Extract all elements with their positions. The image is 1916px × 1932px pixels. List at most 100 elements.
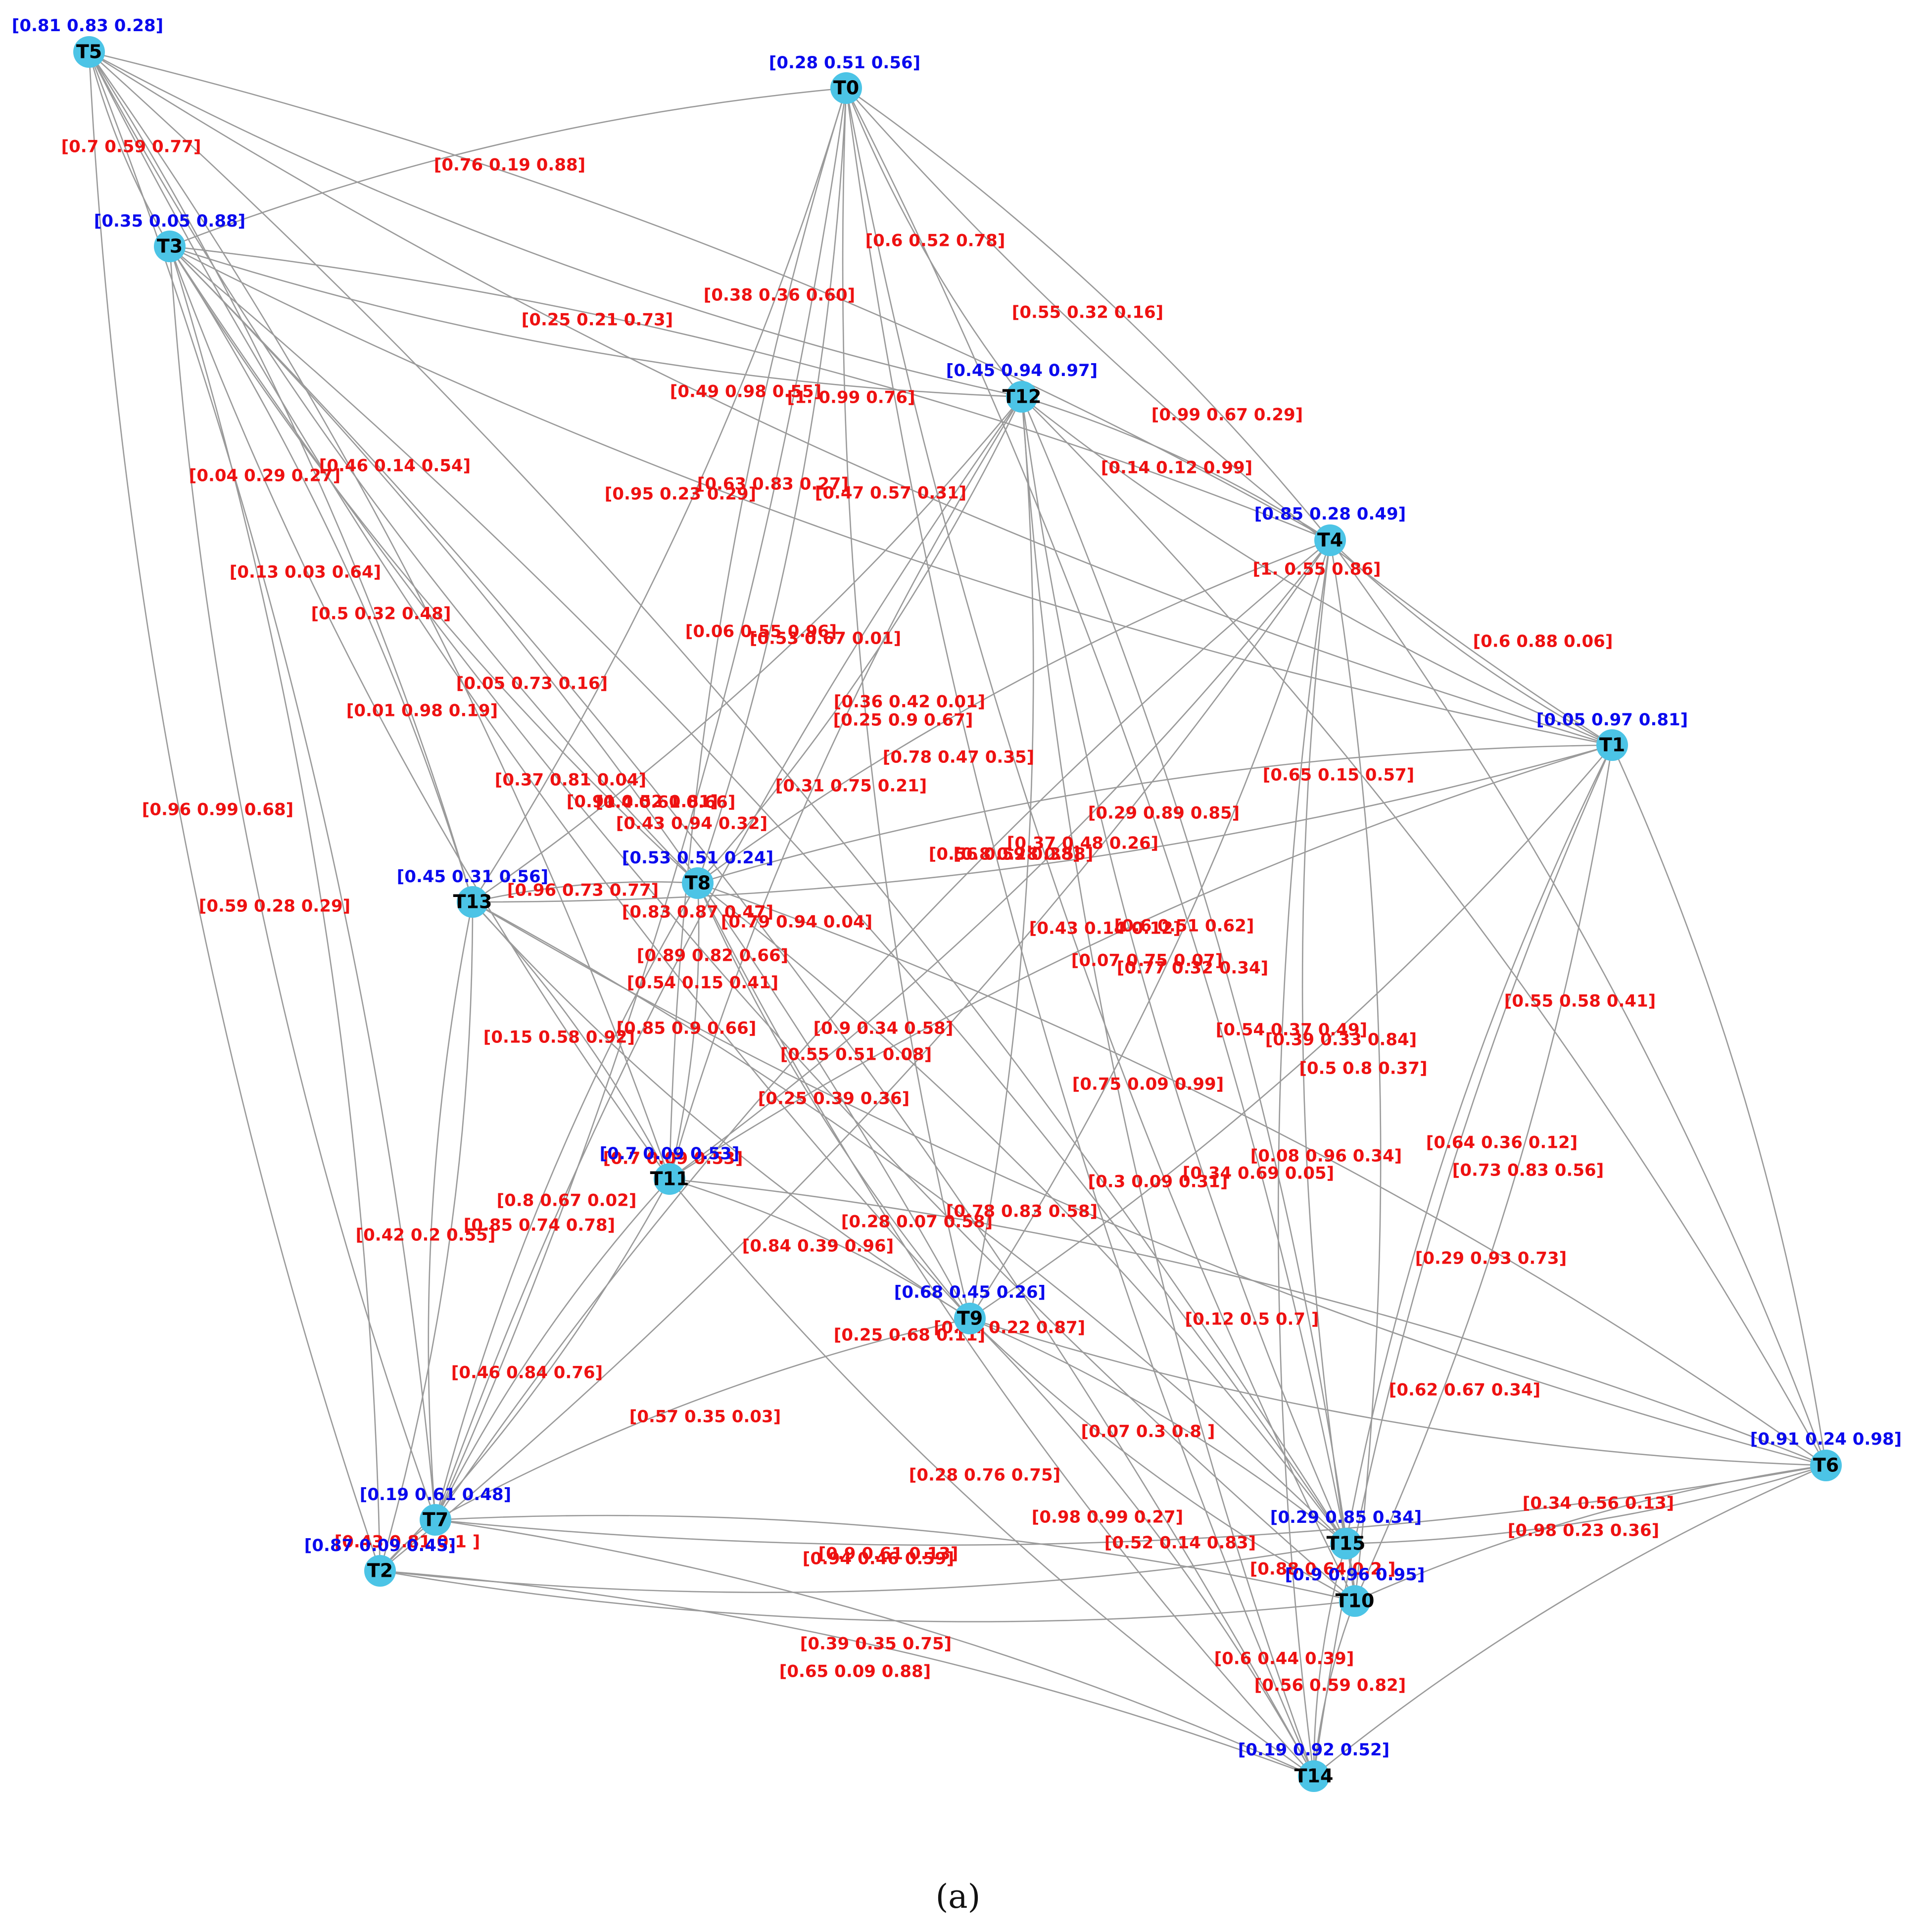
edge-T8-T6 — [697, 882, 1826, 1466]
edge-T0-T11 — [669, 88, 847, 1179]
node-t6: [0.91 0.24 0.98]T6 — [1750, 1429, 1902, 1481]
edge-weight-label: [0.29 0.93 0.73] — [1415, 1249, 1567, 1269]
edge-T4-T6 — [1329, 540, 1827, 1466]
edge-weight-label: [0.98 0.23 0.36] — [1508, 1521, 1659, 1541]
node-t3: [0.35 0.05 0.88]T3 — [94, 211, 245, 262]
edge-weight-label: [0.43 0.94 0.32] — [616, 814, 767, 834]
edge-T0-T10 — [845, 88, 1356, 1602]
node-circle — [1596, 729, 1628, 761]
edge-weight-label: [0.73 0.83 0.56] — [1452, 1161, 1604, 1180]
edge-T8-T15 — [697, 882, 1347, 1544]
edge-weight-label: [0.28 0.76 0.75] — [909, 1465, 1060, 1485]
edge-weight-label: [0.9 0.61 0.13] — [818, 1544, 958, 1564]
node-vector-label: [0.05 0.97 0.81] — [1536, 710, 1688, 730]
edge-T2-T14 — [380, 1570, 1314, 1777]
edge-T3-T14 — [169, 246, 1315, 1777]
edge-weight-label: [0.99 0.67 0.29] — [1151, 405, 1303, 425]
edge-T9-T14 — [969, 1318, 1315, 1777]
edge-T12-T1 — [1021, 396, 1613, 746]
edge-T5-T9 — [88, 51, 970, 1319]
edge-weight-label: [0.39 0.33 0.84] — [1265, 1030, 1417, 1050]
edge-weight-label: [0.3 0.09 0.31] — [1088, 1172, 1228, 1192]
node-vector-label: [0.35 0.05 0.88] — [94, 211, 245, 231]
edge-weight-label: [0.91 0.52 0.81] — [567, 792, 718, 812]
edge-weight-label: [0.7 0.59 0.77] — [61, 137, 201, 157]
node-vector-label: [0.19 0.92 0.52] — [1238, 1740, 1389, 1760]
edge-weight-label: [0.47 0.57 0.31] — [815, 483, 966, 503]
node-id-label: T11 — [650, 1168, 689, 1190]
edge-weight-label: [0.04 0.29 0.27] — [189, 466, 340, 486]
node-circle — [364, 1555, 396, 1587]
edge-T1-T8 — [697, 744, 1613, 884]
edge-T3-T9 — [169, 246, 971, 1319]
edge-T4-T14 — [1277, 540, 1331, 1777]
edge-T5-T12 — [89, 51, 1022, 398]
edge-T4-T8 — [697, 539, 1331, 884]
node-t9: [0.68 0.45 0.26]T9 — [894, 1282, 1046, 1334]
edge-T3-T10 — [169, 246, 1355, 1602]
edge-weight-label: [0.64 0.36 0.12] — [1426, 1133, 1578, 1153]
node-circle — [154, 231, 186, 262]
node-circle — [1810, 1450, 1842, 1481]
edge-T6-T7 — [435, 1464, 1826, 1546]
edge-T0-T13 — [472, 88, 847, 902]
edge-weight-label: [0.34 0.69 0.05] — [1183, 1164, 1334, 1183]
edge-weight-label: [0.77 0.32 0.34] — [1117, 958, 1268, 978]
edge-weight-label: [0.12 0.5 0.7 ] — [1185, 1310, 1319, 1329]
edge-weight-label: [0.15 0.58 0.92] — [483, 1028, 635, 1047]
edge-weight-label: [0.95 0.23 0.29] — [605, 484, 756, 504]
edges-layer — [88, 51, 1827, 1777]
edge-T3-T1 — [169, 245, 1613, 746]
edge-weight-label: [0.43 0.81 0.1 ] — [335, 1532, 480, 1552]
node-id-label: T5 — [76, 41, 102, 63]
node-id-label: T9 — [957, 1308, 983, 1329]
edge-weight-label: [0.07 0.75 0.07] — [1071, 951, 1223, 971]
node-id-label: T15 — [1327, 1533, 1366, 1555]
edge-weight-label: [0.8 0.67 0.02] — [497, 1191, 637, 1211]
node-circle — [457, 886, 488, 918]
edge-weight-label: [0.96 0.73 0.77] — [507, 881, 659, 900]
edge-T1-T14 — [1313, 745, 1613, 1777]
node-vector-label: [0.45 0.94 0.97] — [946, 361, 1098, 380]
edge-weight-label: [0.39 0.35 0.75] — [800, 1634, 952, 1654]
edge-T4-T10 — [1329, 540, 1382, 1602]
edge-T15-T14 — [1313, 1543, 1347, 1777]
edge-weight-label: [0.89 0.82 0.66] — [637, 946, 788, 966]
node-id-label: T1 — [1599, 734, 1625, 756]
edge-weight-label: [0.31 0.75 0.21] — [775, 776, 927, 796]
edge-T9-T15 — [969, 1318, 1346, 1545]
node-t7: [0.19 0.61 0.48]T7 — [360, 1485, 511, 1536]
node-id-label: T2 — [367, 1560, 393, 1582]
node-vector-label: [0.19 0.61 0.48] — [360, 1485, 511, 1505]
edge-T5-T8 — [88, 51, 698, 884]
edge-T1-T11 — [669, 744, 1613, 1180]
node-vector-label: [0.7 0.09 0.53] — [600, 1144, 740, 1164]
node-circle — [1314, 524, 1346, 556]
edge-T0-T9 — [842, 88, 971, 1319]
edge-weight-label: [0.43 0.14 0.12] — [1029, 919, 1181, 939]
edge-T15-T2 — [380, 1543, 1346, 1593]
edge-weight-label: [0.94 0.46 0.59] — [803, 1549, 954, 1569]
edge-T12-T8 — [697, 396, 1023, 884]
edge-T0-T8 — [697, 88, 847, 884]
edge-weight-label: [0.46 0.84 0.76] — [451, 1363, 603, 1383]
edge-T6-T10 — [1354, 1464, 1826, 1602]
edge-weight-label: [0.9 0.34 0.58] — [814, 1019, 954, 1038]
edge-weight-label: [0.42 0.2 0.55] — [356, 1225, 496, 1245]
edge-weight-label: [0.78 0.47 0.35] — [883, 748, 1034, 767]
edge-T1-T10 — [1354, 745, 1613, 1602]
edge-T13-T9 — [472, 901, 970, 1319]
edge-weight-label: [0.55 0.32 0.16] — [1012, 303, 1163, 323]
edge-T3-T7 — [169, 246, 436, 1520]
node-circle — [654, 1163, 685, 1195]
edge-weight-label: [0.76 0.19 0.88] — [434, 155, 585, 175]
node-vector-label: [0.28 0.51 0.56] — [769, 53, 920, 73]
edge-T13-T2 — [379, 901, 474, 1571]
edge-T0-T7 — [434, 88, 847, 1520]
edge-T4-T15 — [1301, 540, 1347, 1544]
edge-T3-T2 — [169, 246, 381, 1571]
edge-weight-label: [0.38 0.36 0.60] — [704, 285, 855, 305]
edge-weight-label: [0.34 0.56 0.13] — [1523, 1494, 1674, 1513]
node-t13: [0.45 0.31 0.56]T13 — [397, 867, 548, 918]
edge-T5-T15 — [89, 51, 1347, 1544]
